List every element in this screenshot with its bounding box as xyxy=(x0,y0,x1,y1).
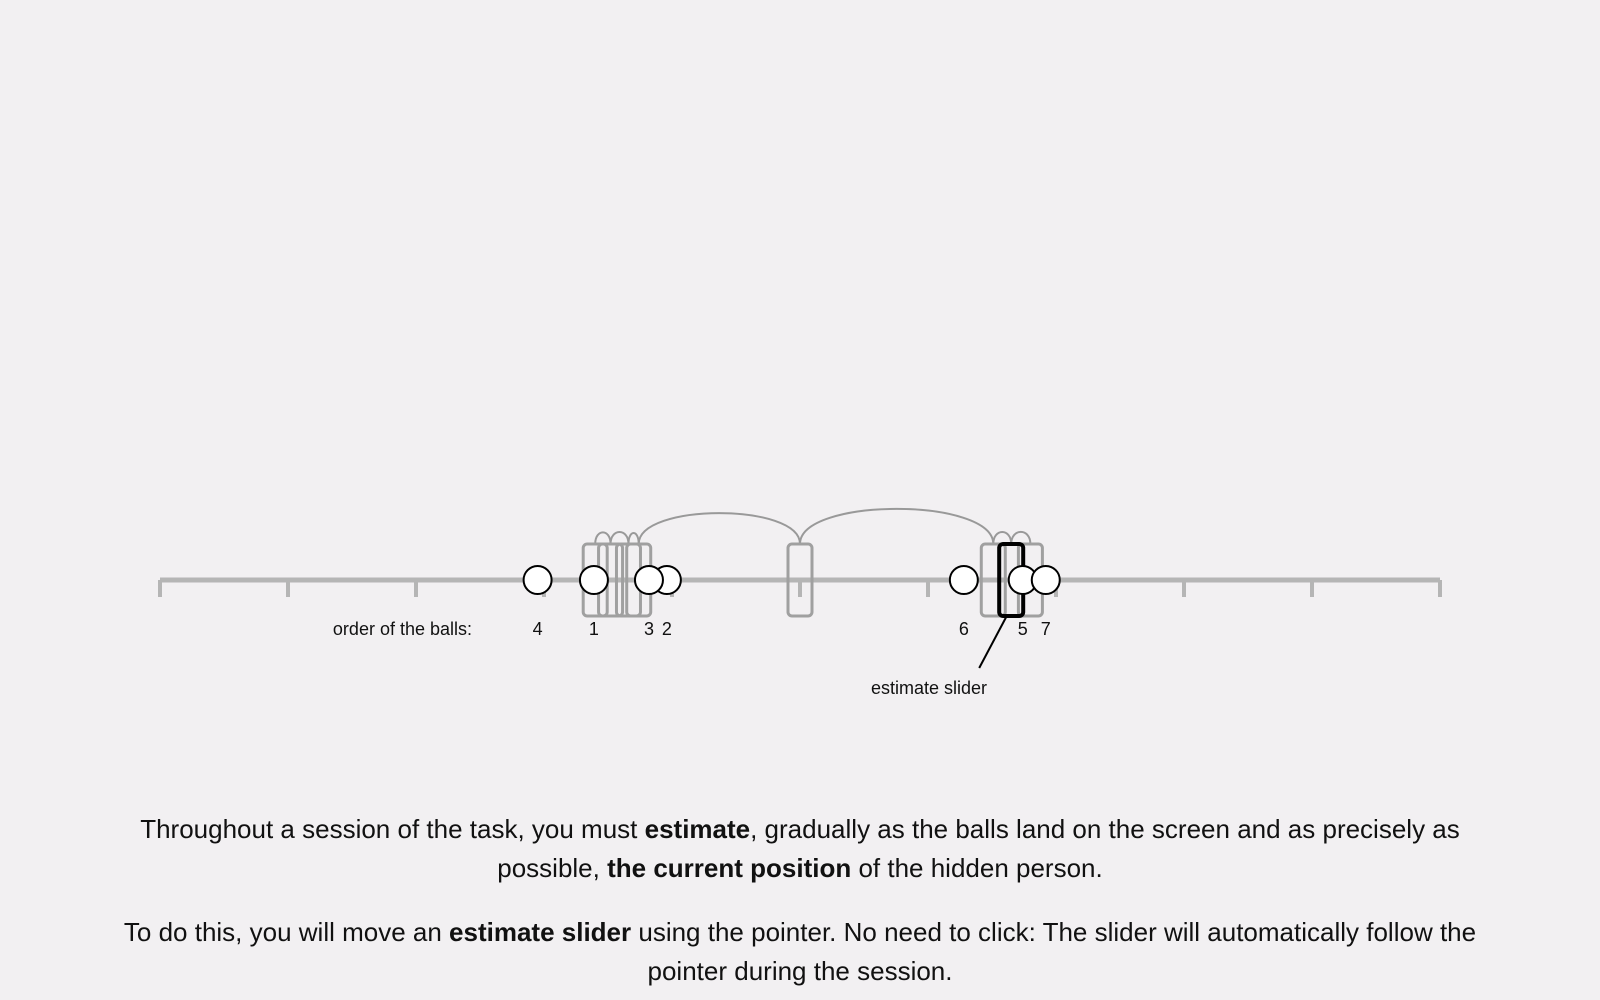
ball-order-label: 7 xyxy=(1041,619,1051,639)
instructions-paragraph-2: To do this, you will move an estimate sl… xyxy=(120,913,1480,991)
balls xyxy=(522,565,1061,595)
past-estimate-slider xyxy=(979,542,1007,618)
emphasis-text: estimate slider xyxy=(449,917,632,947)
trajectory-arc xyxy=(1010,530,1032,545)
ball xyxy=(948,565,979,595)
ball xyxy=(578,565,609,595)
trajectory-arc xyxy=(594,531,612,545)
emphasis-text: estimate xyxy=(644,814,751,844)
instructions-paragraph-1: Throughout a session of the task, you mu… xyxy=(120,810,1480,888)
trajectory-arc xyxy=(799,508,995,545)
trajectory-arc xyxy=(627,532,640,545)
instruction-text: of the hidden person. xyxy=(851,853,1103,883)
past-estimate-slider xyxy=(786,542,814,618)
ball-order-label: 4 xyxy=(533,619,543,639)
ball-order-label: 1 xyxy=(589,619,599,639)
ball xyxy=(522,565,553,595)
ball xyxy=(633,565,664,595)
ball xyxy=(1030,565,1061,595)
instruction-text: , gradually as the balls land on the scr… xyxy=(497,814,1460,883)
trajectory-arc xyxy=(609,531,630,545)
estimate-slider-caption: estimate slider xyxy=(871,678,987,698)
ball-order-label: 6 xyxy=(959,619,969,639)
order-caption: order of the balls: xyxy=(333,619,472,639)
trajectory-arc xyxy=(637,512,801,545)
ball-order-label: 3 xyxy=(644,619,654,639)
slider-history xyxy=(581,542,1044,618)
ball-order-label: 2 xyxy=(662,619,672,639)
slider-trajectory xyxy=(594,508,1032,545)
instruction-text: To do this, you will move an xyxy=(123,917,450,947)
instruction-text: using the pointer. No need to click: The… xyxy=(631,917,1477,986)
instruction-text: Throughout a session of the task, you mu… xyxy=(140,814,645,844)
axis-ticks xyxy=(158,580,1442,597)
emphasis-text: the current position xyxy=(607,853,852,883)
ball-order-label: 5 xyxy=(1018,619,1028,639)
estimate-slider-pointer xyxy=(978,616,1008,669)
